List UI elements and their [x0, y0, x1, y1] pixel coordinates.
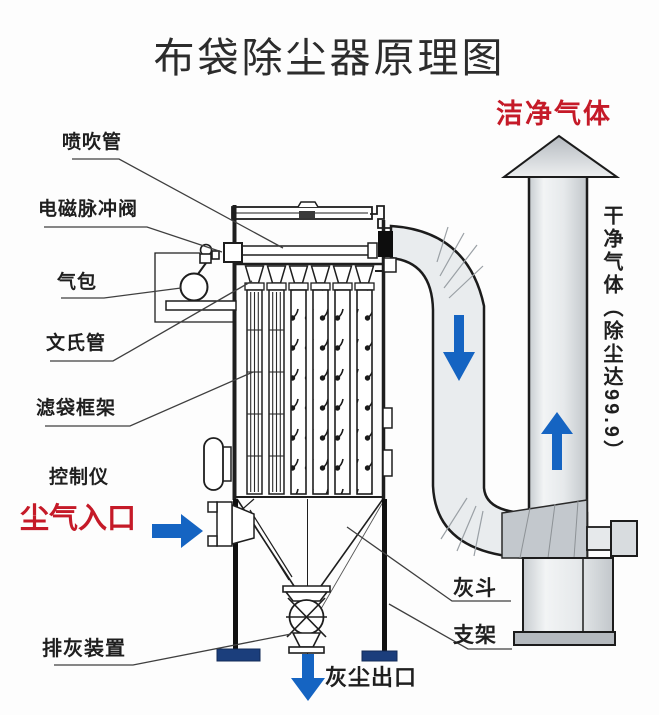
label-controller: 控制仪 [49, 467, 110, 488]
label-support-frame: 支架 [453, 624, 497, 647]
label-clean-gas: 洁净气体 [496, 99, 612, 129]
leader-line-bag-frame [45, 371, 254, 427]
left-foot [216, 648, 261, 662]
label-dusty-gas-inlet: 尘气入口 [20, 503, 137, 535]
fan-motor [610, 520, 638, 557]
label-clean-gas-note: 干净气体（除尘达99.9） [600, 205, 622, 463]
tank-shelf [165, 300, 237, 311]
filter-bag-frames [244, 282, 287, 495]
label-venturi: 文氏管 [46, 333, 107, 354]
label-air-bag: 气包 [57, 272, 98, 293]
label-ash-hopper: 灰斗 [453, 577, 497, 600]
controller-unit [203, 437, 232, 491]
label-blow-pipe: 喷吹管 [62, 132, 123, 153]
blow-pipe [239, 245, 373, 256]
leader-line-venturi [50, 280, 253, 362]
ash-hopper-group [236, 498, 384, 660]
leader-lines [44, 158, 512, 666]
outlet-port-block [378, 231, 393, 257]
leader-line-air-bag [61, 287, 182, 299]
fan-base-plate [513, 631, 616, 646]
label-pulse-valve: 电磁脉冲阀 [38, 199, 139, 220]
stack-cap [500, 134, 621, 178]
exhaust-stack [500, 134, 638, 646]
fan-motor-coupling [586, 526, 612, 551]
label-dust-outlet: 灰尘出口 [325, 665, 418, 690]
inlet-arrow-icon [152, 514, 203, 548]
leader-line-ash-hopper [346, 526, 511, 602]
right-foot [361, 650, 398, 662]
inlet-duct [207, 501, 255, 547]
stack-up-arrow-icon [541, 412, 573, 470]
duct-transition [501, 499, 588, 559]
baghouse-body [154, 201, 397, 500]
cover-handle [297, 201, 319, 208]
fan-unit [513, 520, 638, 646]
rotary-valve [282, 585, 331, 654]
dust-outlet-arrow-icon [291, 654, 325, 701]
leader-line-ash-discharge [54, 633, 292, 666]
duct-seam-lines [436, 226, 484, 557]
label-bag-frame: 滤袋框架 [36, 398, 117, 419]
support-legs [216, 499, 398, 662]
fan-housing [522, 557, 614, 633]
leader-line-blow-pipe [72, 158, 284, 249]
leader-line-support [388, 603, 512, 650]
duct-down-arrow-icon [443, 315, 475, 381]
air-bag-tank [179, 272, 209, 302]
leader-line-pulse-valve [44, 226, 223, 253]
pulse-valve-assembly [154, 243, 237, 323]
filter-bags-dusty [288, 282, 375, 495]
label-ash-discharge: 排灰装置 [42, 638, 126, 660]
page-title: 布袋除尘器原理图 [153, 35, 506, 81]
venturi-nozzles [244, 265, 375, 284]
